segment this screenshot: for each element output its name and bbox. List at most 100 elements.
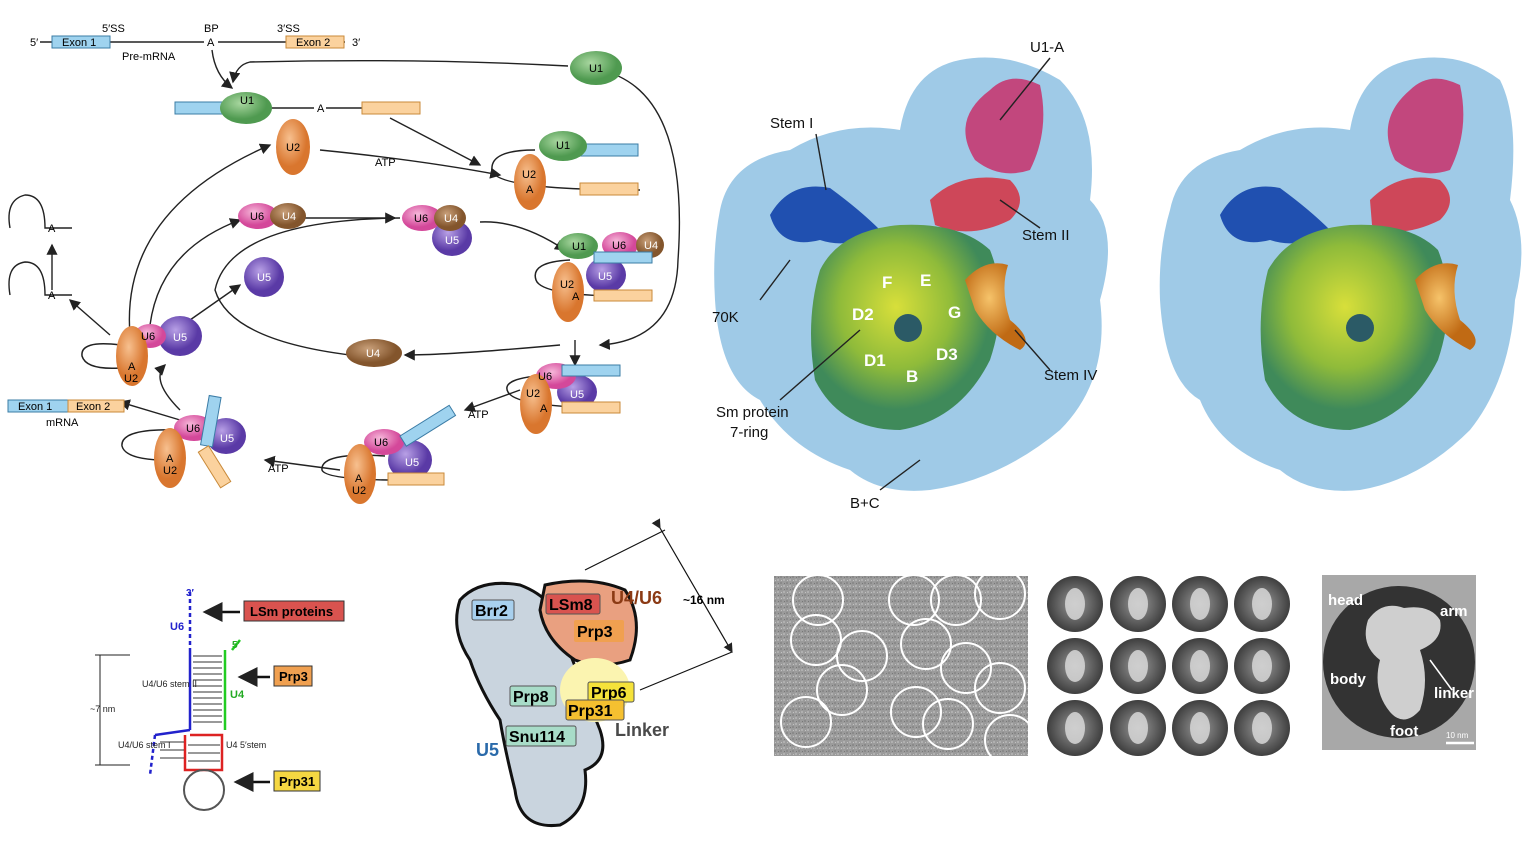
u1a-label: U1-A [1030,39,1064,56]
lariat-a-2: A [48,290,56,302]
u1a-density-right [1387,78,1464,174]
seven-nm-label: ~7 nm [90,704,115,714]
arm-label: arm [1440,603,1468,620]
exon2-label: Exon 2 [296,37,330,49]
b-u6: U6 [612,240,626,252]
tri-u5: U5 [445,235,459,247]
sm-e-label: E [920,271,931,290]
u1-complex-a: A [317,103,325,115]
c-u5: U5 [405,457,419,469]
three-prime-label: 3′ [352,37,360,49]
three-ss-label: 3′SS [277,23,300,35]
b-u1: U1 [572,241,586,253]
prp31-tri-label: Prp31 [568,703,613,720]
post-spliceosome: U6 U5 A U2 [121,394,246,489]
u4-five-label: 5′ [232,640,241,651]
p-a: A [166,453,174,465]
lsm8-label: LSm8 [549,597,593,614]
b-u4: U4 [644,240,658,252]
stem4-density-right [1415,263,1476,350]
complex-b: U1 U6 U4 U5 U2 A [534,232,664,322]
u4-5stem-label: U4 5′stem [226,740,266,750]
lsm-proteins-label: LSm proteins [250,604,333,619]
snu114-label: Snu114 [509,729,565,746]
foot-label: foot [1390,723,1418,740]
b-a: A [572,291,580,303]
c-u2: U2 [352,485,366,497]
u1-complex: U1 A [174,92,421,124]
linker-label: Linker [615,720,669,740]
exon1-label: Exon 1 [62,37,96,49]
p-u5: U5 [220,433,234,445]
stem1-density-right [1220,186,1330,244]
sm-b-label: B [906,367,918,386]
mrna-label: mRNA [46,417,79,429]
cycle-arrows [46,49,681,471]
free-u1-label: U1 [589,63,603,75]
complex-c: U6 U5 A U2 [321,404,457,504]
free-u5-label: U5 [257,272,271,284]
bact-u5: U5 [570,389,584,401]
stem4-label: Stem IV [1044,367,1097,384]
class-average-zoom: head arm body linker foot 10 nm [1322,575,1476,750]
di-u6: U6 [250,211,264,223]
free-u1 [570,51,622,85]
prp3-box [273,665,313,687]
free-u4-label: U4 [366,348,380,360]
u1-snrnp-em-map: U1-A Stem I Stem II Stem IV 70K Sm prote… [712,39,1522,512]
body-label: body [1330,671,1366,688]
ils-u5: U5 [173,332,187,344]
b-u5: U5 [598,271,612,283]
u4u6-di-snrnp: U6 U4 [238,203,306,229]
linker-em-label: linker [1434,685,1474,702]
prp31-box [273,770,321,792]
atp-label-2: ATP [468,409,489,421]
splicing-cycle-diagram: 5′ 3′ Exon 1 Exon 2 5′SS BP 3′SS A Pre-m… [7,23,681,504]
sm-g-label: G [948,303,961,322]
prp6-label: Prp6 [591,685,627,702]
sm-d2-label: D2 [852,305,874,324]
five-prime-label: 5′ [30,37,38,49]
u5-label: U5 [476,740,499,760]
lariat-a-1: A [48,223,56,235]
stem1-rna-label: U4/U6 stem I [118,740,171,750]
brr2-label: Brr2 [475,603,508,620]
k70-label: 70K [712,309,739,326]
u6-three-label: 3′ [186,588,195,599]
branch-a-label: A [207,37,215,49]
prp3-rna-label: Prp3 [279,669,308,684]
free-u2 [276,119,310,175]
p-u6: U6 [186,423,200,435]
stem2-density-right [1370,177,1450,232]
bact-u6: U6 [538,371,552,383]
sm-f-label: F [882,273,892,292]
free-u2-label: U2 [286,142,300,154]
mrna-product: Exon 1 Exon 2 mRNA [7,399,125,429]
tri-u6: U6 [414,213,428,225]
ils-u2: U2 [124,373,138,385]
bact-a: A [540,403,548,415]
p-u2: U2 [163,465,177,477]
scale-bar-label: 10 nm [1446,731,1469,740]
prp8-label: Prp8 [513,689,549,706]
stem1-density-left [770,186,880,244]
ring-hole-right [1346,314,1374,342]
u4u6-label: U4/U6 [611,588,662,608]
complex-a-u2: U2 [522,169,536,181]
ils-a: A [128,361,136,373]
stem2-label: Stem II [1022,227,1070,244]
prp31-rna-label: Prp31 [279,774,315,789]
sm-ring-label-2: 7-ring [730,424,768,441]
ils-complex: U6 U5 A U2 [81,316,202,386]
u1a-density-left [965,78,1044,174]
prp3-tri-label: Prp3 [577,624,613,641]
stem4-density-left [965,263,1026,350]
u1-label: U1 [240,95,254,107]
mrna-exon1: Exon 1 [18,401,52,413]
u6-rna-label: U6 [170,621,184,633]
stem2-rna-label: U4/U6 stem II [142,679,197,689]
bp-label: BP [204,23,219,35]
c-u6: U6 [374,437,388,449]
tri-snrnp-cartoon: Brr2 LSm8 U4/U6 Prp3 Prp8 Prp6 Prp31 Snu… [455,518,733,828]
